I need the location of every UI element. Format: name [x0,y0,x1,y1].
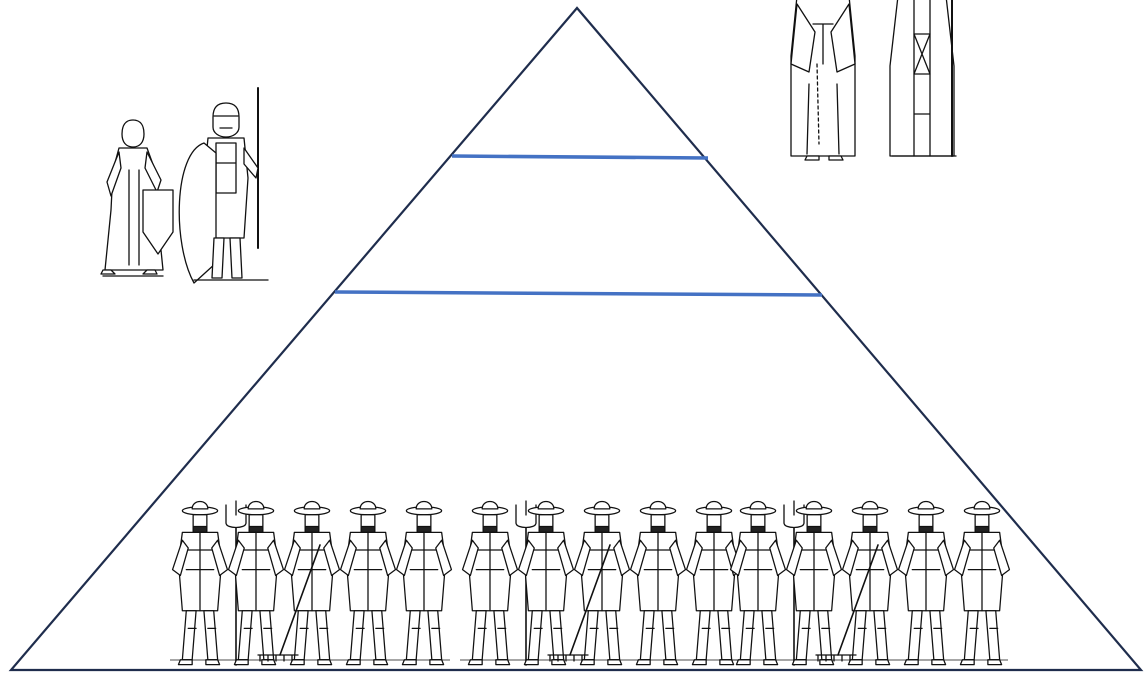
peasant-figure-icon [955,501,1010,664]
peasant-row [460,501,741,665]
peasant-figure-icon [731,501,786,664]
peasant-figure-icon [463,501,518,664]
peasants-group [170,501,1009,665]
peasant-figure-icon [285,501,340,664]
peasant-row [728,501,1009,665]
peasant-figure-icon [397,501,452,664]
knight-figure-icon [179,88,268,283]
peasant-figure-icon [631,501,686,664]
tier-divider-upper [452,156,708,158]
peasant-figure-icon [173,501,228,664]
bishop-figure-icon [890,0,966,156]
peasant-figure-icon [575,501,630,664]
peasant-figure-icon [341,501,396,664]
peasant-figure-icon [843,501,898,664]
peasant-figure-icon [687,501,742,664]
peasant-row [170,501,451,665]
tier-divider-lower [335,292,822,295]
nobility-group [101,88,268,283]
clergy-group [791,0,966,160]
monk-figure-icon [791,0,855,160]
noble-figure-icon [101,120,173,276]
peasant-figure-icon [899,501,954,664]
